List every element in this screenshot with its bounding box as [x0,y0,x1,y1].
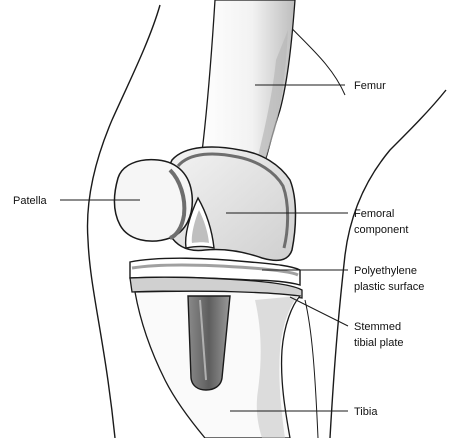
label-femur: Femur [354,80,386,92]
label-stemmed-tibial-plate-line2: tibial plate [354,337,404,349]
fibula-line [305,300,318,438]
label-polyethylene-line1: Polyethylene [354,265,417,277]
label-polyethylene-line2: plastic surface [354,281,424,293]
label-patella: Patella [13,195,48,207]
label-femoral-component-line2: component [354,224,408,236]
tibia-shadow [255,296,298,438]
label-tibia: Tibia [354,406,378,418]
leg-outline-right [330,90,446,438]
label-femoral-component-line1: Femoral [354,208,394,220]
label-stemmed-tibial-plate-line1: Stemmed [354,321,401,333]
